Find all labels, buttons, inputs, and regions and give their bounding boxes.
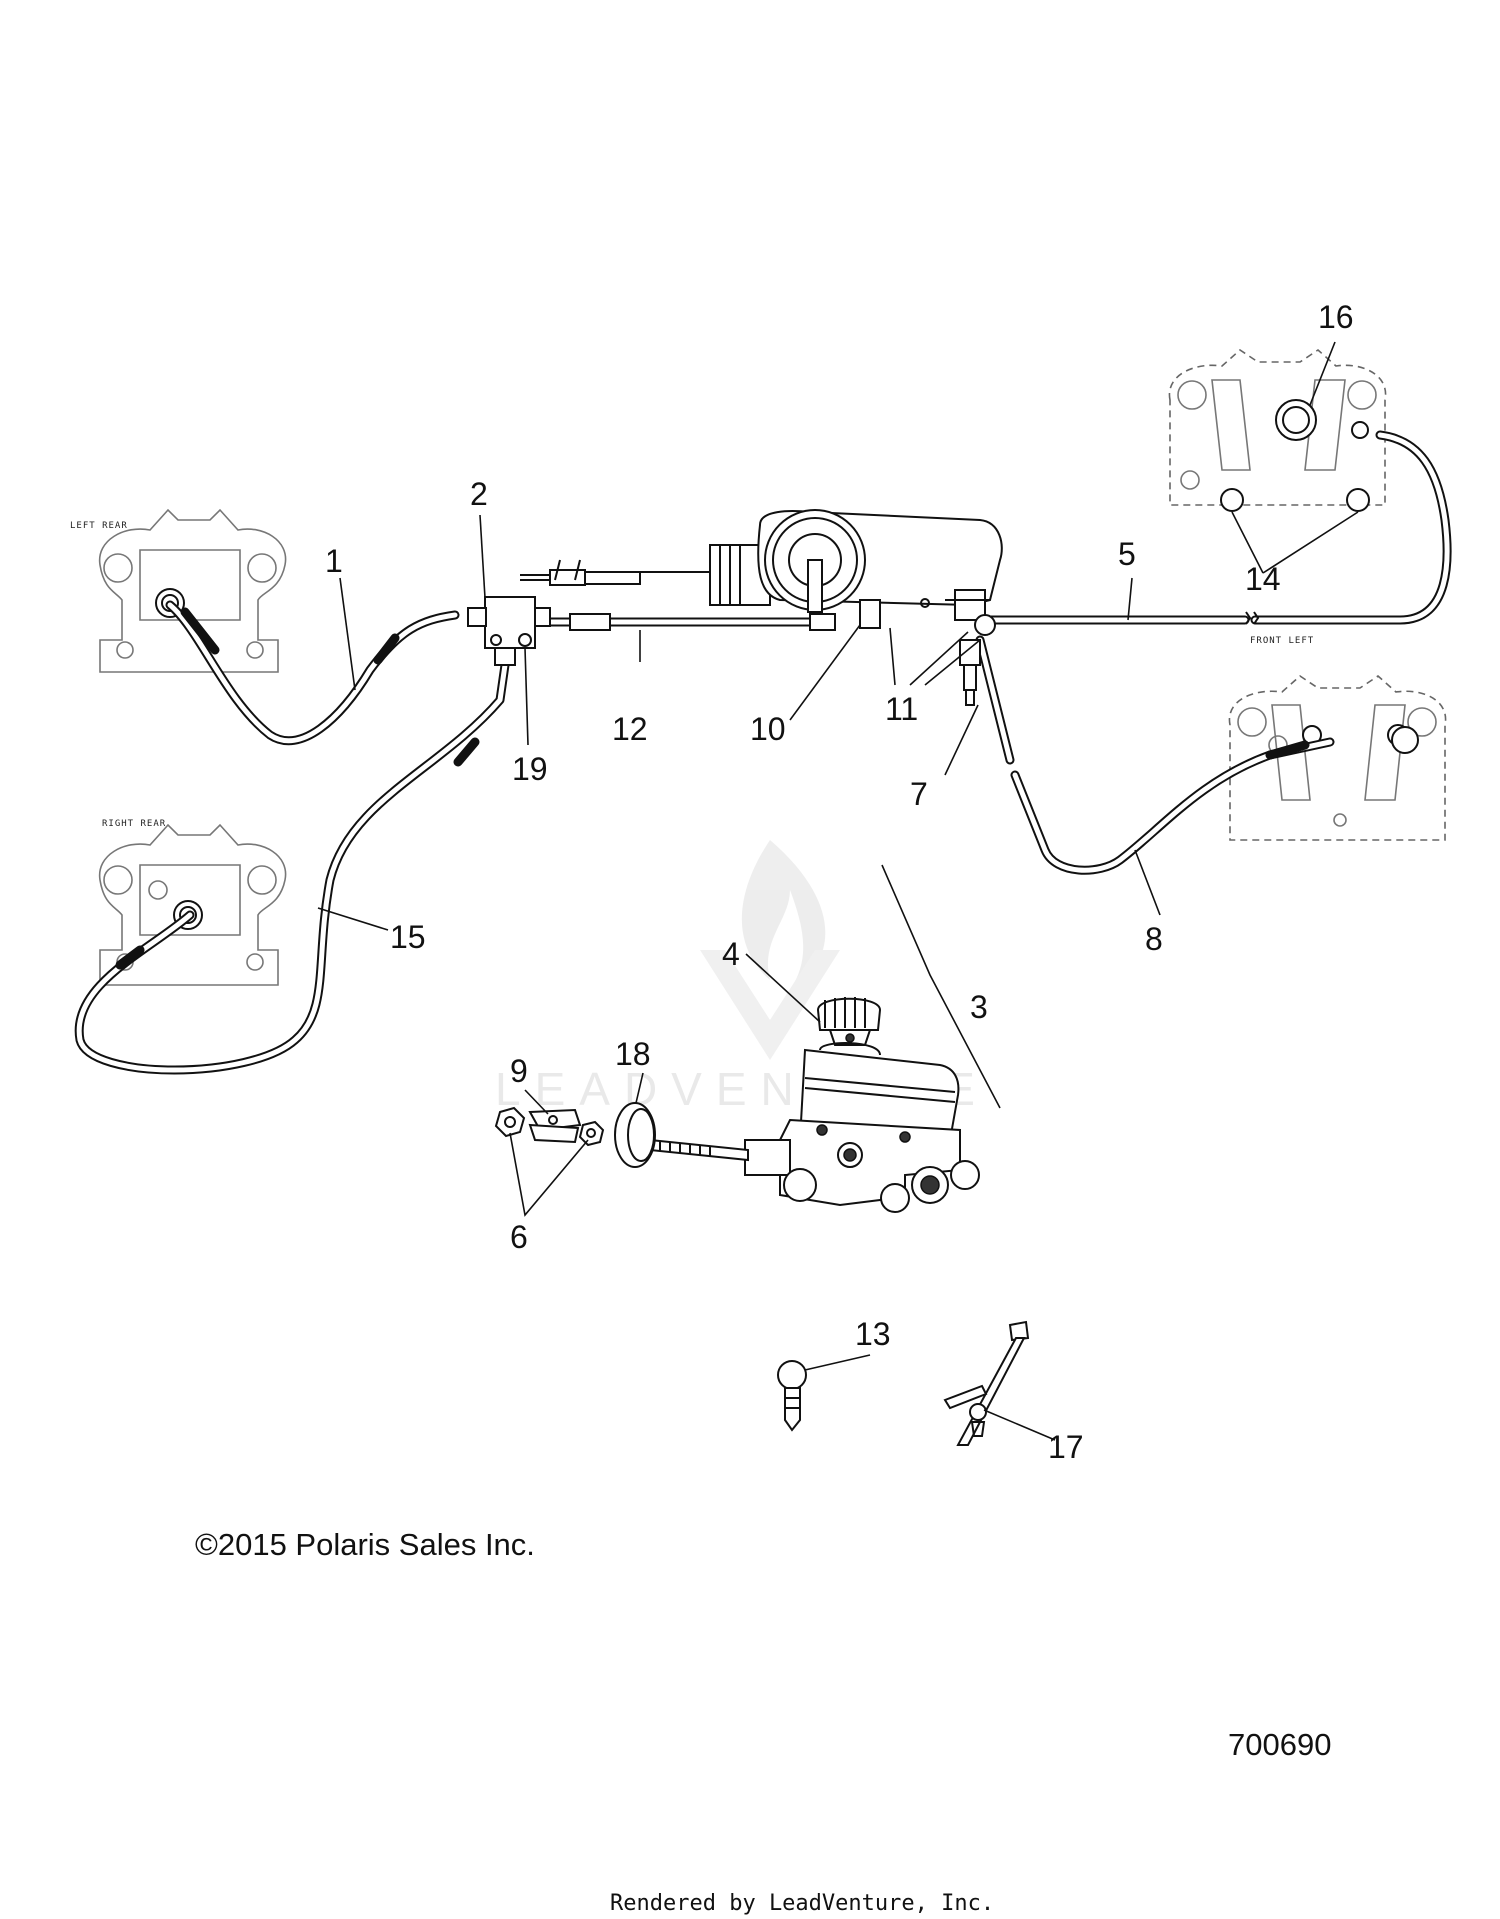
callout-4: 4 [722,936,740,972]
right-rear-label: RIGHT REAR [102,819,166,829]
left-rear-label: LEFT REAR [70,521,128,531]
master-cylinder-assembled [520,509,1003,706]
callout-16: 16 [1318,299,1354,335]
callout-5: 5 [1118,536,1136,572]
callout-11: 11 [885,691,918,727]
callout-10: 10 [750,711,786,747]
front-left-label: FRONT LEFT [1250,636,1314,646]
callout-6: 6 [510,1219,528,1255]
front-right-caliper [1228,674,1447,841]
callout-3: 3 [970,989,988,1025]
push-clip [777,1360,807,1432]
callout-7: 7 [910,776,928,812]
master-cylinder [649,1042,980,1213]
footer-text: Rendered by LeadVenture, Inc. [610,1891,994,1916]
left-rear-caliper [98,508,287,673]
callout-18: 18 [615,1036,651,1072]
cable-tie [943,1320,1030,1446]
callout-12: 12 [612,711,648,747]
watermark-logo [700,840,840,1060]
diagram-number: 700690 [1228,1727,1331,1762]
callout-2: 2 [470,476,488,512]
callout-15: 15 [390,919,426,955]
leader-lines [317,341,1359,1441]
clevis [528,1108,582,1144]
callout-8: 8 [1145,921,1163,957]
reservoir-cap [816,997,882,1046]
callout-13: 13 [855,1316,891,1352]
callout-1: 1 [325,543,343,579]
callout-17: 17 [1048,1429,1084,1465]
front-left-caliper [1168,348,1387,512]
brake-junction-block [467,596,551,666]
clevis-nuts [494,1106,605,1147]
callout-19: 19 [512,751,548,787]
callout-9: 9 [510,1053,528,1089]
boot-ring [614,1102,656,1168]
callout-14: 14 [1245,561,1281,597]
copyright-text: ©2015 Polaris Sales Inc. [195,1527,535,1562]
